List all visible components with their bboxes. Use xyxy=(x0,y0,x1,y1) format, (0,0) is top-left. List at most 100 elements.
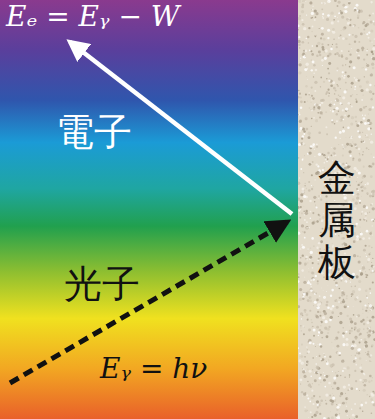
texture-speck xyxy=(331,119,333,121)
texture-speck xyxy=(342,343,345,346)
texture-speck xyxy=(365,245,367,247)
texture-speck xyxy=(328,375,330,377)
texture-speck xyxy=(319,329,322,332)
texture-speck xyxy=(310,247,311,248)
texture-speck xyxy=(326,304,329,307)
texture-speck xyxy=(331,403,334,406)
texture-speck xyxy=(306,360,309,363)
texture-speck xyxy=(360,10,363,13)
texture-speck xyxy=(357,130,359,132)
texture-speck xyxy=(302,254,304,256)
texture-speck xyxy=(308,280,309,281)
texture-speck xyxy=(303,172,305,174)
texture-speck xyxy=(319,111,322,114)
texture-speck xyxy=(359,153,360,154)
texture-speck xyxy=(349,376,350,377)
texture-speck xyxy=(301,269,304,272)
texture-speck xyxy=(319,413,321,415)
texture-speck xyxy=(312,403,314,405)
texture-speck xyxy=(373,403,375,406)
texture-speck xyxy=(318,153,321,156)
texture-speck xyxy=(363,166,365,168)
texture-speck xyxy=(330,48,333,51)
texture-speck xyxy=(356,49,359,52)
texture-speck xyxy=(358,12,360,14)
texture-speck xyxy=(312,343,314,345)
texture-speck xyxy=(355,121,357,123)
texture-speck xyxy=(303,27,306,30)
texture-speck xyxy=(334,15,336,17)
texture-speck xyxy=(310,50,312,52)
texture-speck xyxy=(353,24,356,27)
texture-speck xyxy=(356,238,359,241)
texture-speck xyxy=(330,110,331,111)
texture-speck xyxy=(323,3,324,4)
texture-speck xyxy=(350,19,352,21)
texture-speck xyxy=(342,4,345,7)
texture-speck xyxy=(316,366,319,369)
texture-speck xyxy=(323,2,325,4)
texture-speck xyxy=(369,195,372,198)
texture-speck xyxy=(362,132,363,133)
texture-speck xyxy=(360,226,361,227)
texture-speck xyxy=(370,354,372,356)
texture-speck xyxy=(311,327,312,328)
texture-speck xyxy=(367,311,369,313)
texture-speck xyxy=(331,400,334,403)
texture-speck xyxy=(298,232,300,235)
texture-speck xyxy=(329,78,331,80)
texture-speck xyxy=(310,2,313,5)
texture-speck xyxy=(300,199,303,202)
texture-speck xyxy=(351,296,352,297)
texture-speck xyxy=(363,29,365,31)
texture-speck xyxy=(366,64,369,67)
texture-speck xyxy=(366,50,367,51)
texture-speck xyxy=(367,119,370,122)
texture-speck xyxy=(298,36,300,38)
texture-speck xyxy=(372,331,375,334)
texture-speck xyxy=(353,360,356,363)
texture-speck xyxy=(311,383,313,385)
texture-speck xyxy=(313,64,316,67)
texture-speck xyxy=(353,66,356,69)
texture-speck xyxy=(357,348,360,351)
texture-speck xyxy=(335,137,337,139)
texture-speck xyxy=(357,184,359,186)
texture-speck xyxy=(355,146,357,148)
texture-speck xyxy=(367,261,369,263)
texture-speck xyxy=(343,299,345,301)
texture-speck xyxy=(312,267,314,269)
texture-speck xyxy=(369,360,370,361)
texture-speck xyxy=(310,289,312,291)
texture-speck xyxy=(300,127,303,130)
texture-speck xyxy=(325,375,328,378)
texture-speck xyxy=(355,144,357,146)
texture-speck xyxy=(373,391,375,394)
texture-speck xyxy=(331,342,332,343)
texture-speck xyxy=(299,217,301,219)
texture-speck xyxy=(351,409,352,410)
texture-speck xyxy=(311,12,314,15)
texture-speck xyxy=(353,143,354,144)
texture-speck xyxy=(298,274,299,275)
texture-speck xyxy=(338,371,340,373)
texture-speck xyxy=(355,380,357,382)
texture-speck xyxy=(353,418,355,419)
texture-speck xyxy=(347,115,349,117)
texture-speck xyxy=(303,326,305,328)
texture-speck xyxy=(336,300,338,302)
texture-speck xyxy=(309,341,312,344)
texture-speck xyxy=(359,357,361,359)
texture-speck xyxy=(298,261,301,264)
texture-speck xyxy=(321,43,323,45)
texture-speck xyxy=(368,19,370,21)
texture-speck xyxy=(343,145,346,148)
texture-speck xyxy=(366,230,369,233)
texture-speck xyxy=(316,35,317,36)
texture-speck xyxy=(310,211,312,213)
texture-speck xyxy=(312,161,314,163)
texture-speck xyxy=(345,37,348,40)
texture-speck xyxy=(366,307,368,309)
texture-speck xyxy=(302,41,305,44)
texture-speck xyxy=(333,87,336,90)
